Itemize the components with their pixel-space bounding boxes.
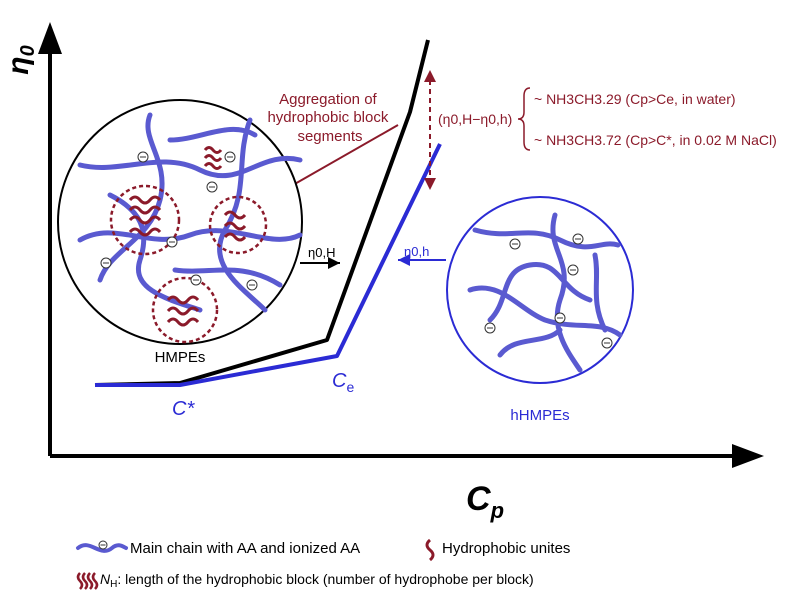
hhmpe-circle — [446, 196, 634, 384]
legend-hydrophobic-icon — [425, 538, 435, 562]
eta-h-arrow: η0,h — [398, 244, 446, 266]
hmpe-circle — [57, 99, 303, 345]
eta-h-label: η0,h — [404, 244, 429, 259]
x-label-sub: p — [490, 498, 504, 523]
eta-H-arrow: η0,H — [300, 245, 340, 269]
legend-hydrophobic-label: Hydrophobic unites — [442, 540, 570, 557]
legend-main-chain-label: Main chain with AA and ionized AA — [130, 540, 360, 557]
aggregation-line-1: Aggregation of — [279, 91, 377, 108]
legend-nh-sub: H — [110, 579, 117, 590]
legend-nh-icon — [76, 572, 99, 590]
eta-H-label: η0,H — [308, 245, 335, 260]
hhmpe-curve — [95, 143, 442, 387]
legend: Main chain with AA and ionized AA Hydrop… — [76, 538, 570, 590]
aggregation-line-3: segments — [297, 128, 362, 145]
x-axis — [50, 444, 764, 468]
x-axis-label: Cp — [466, 480, 504, 523]
c-e-main: C — [332, 370, 347, 392]
y-axis-label: η0 — [2, 45, 39, 74]
hhmpe-label: hHMPEs — [510, 407, 569, 424]
legend-nh-symbol: N — [100, 571, 111, 587]
eta-difference-label: (η0,H−η0,h) — [438, 111, 512, 127]
scaling-water: ~ NH3CH3.29 (Cp>Ce, in water) — [534, 91, 736, 107]
aggregation-line-2: hydrophobic block — [267, 109, 388, 126]
hmpe-label: HMPEs — [155, 349, 206, 366]
svg-text:η0: η0 — [2, 45, 39, 74]
y-label-sub: 0 — [17, 45, 39, 56]
y-axis — [38, 22, 62, 456]
legend-main-chain-icon — [76, 540, 128, 553]
scaling-brace — [517, 87, 531, 151]
c-e-label: Ce — [332, 370, 354, 395]
c-star-label: C* — [172, 398, 195, 420]
x-label-main: C — [466, 480, 491, 518]
scaling-nacl: ~ NH3CH3.72 (Cp>C*, in 0.02 M NaCl) — [534, 132, 777, 148]
eta-difference-arrow — [424, 70, 436, 190]
y-label-main: η — [2, 56, 35, 74]
c-e-sub: e — [346, 379, 354, 395]
legend-nh-text: : length of the hydrophobic block (numbe… — [117, 571, 533, 587]
aggregation-annotation: Aggregation of hydrophobic block segment… — [257, 91, 399, 206]
svg-text:Aggregation of hydrophob: Aggregation of hydrophobic block segment… — [267, 91, 392, 145]
legend-nh-label: NH: length of the hydrophobic block (num… — [100, 571, 534, 590]
